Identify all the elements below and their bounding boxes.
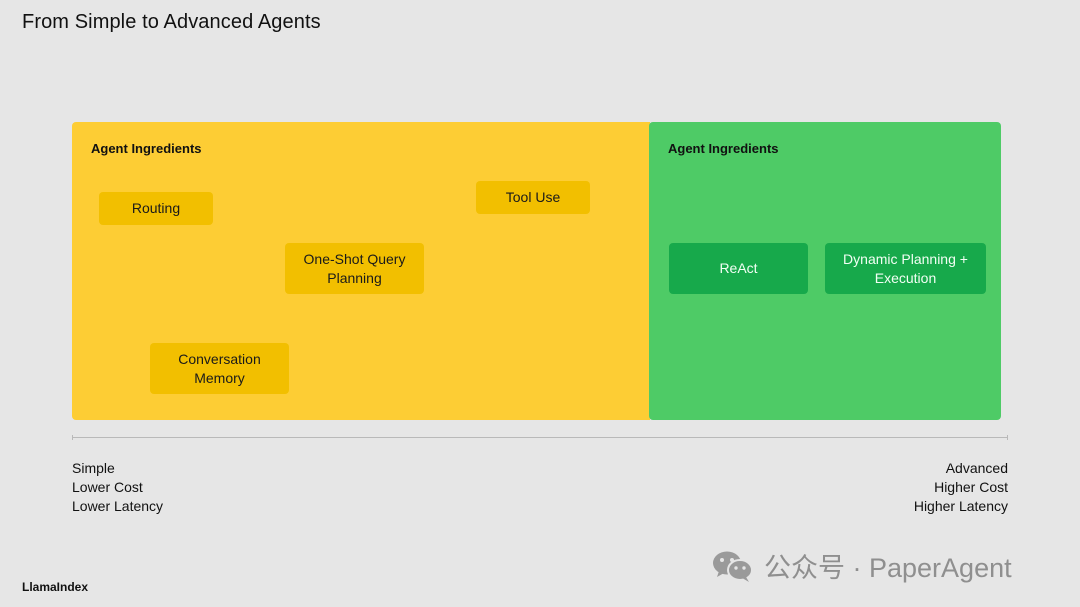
axis-left-label: Lower Cost bbox=[72, 479, 143, 495]
page-title: From Simple to Advanced Agents bbox=[22, 11, 321, 33]
chip-tool-use: Tool Use bbox=[476, 181, 590, 214]
axis-right-label: Higher Cost bbox=[934, 479, 1008, 495]
axis-left-label: Lower Latency bbox=[72, 498, 164, 514]
watermark-text: 公众号 · PaperAgent bbox=[764, 553, 1012, 583]
axis-left-label: Simple bbox=[72, 460, 115, 476]
watermark: 公众号 · PaperAgent bbox=[712, 546, 1012, 585]
chip-routing: Routing bbox=[99, 192, 213, 225]
panel-title: Agent Ingredients bbox=[91, 141, 202, 156]
chip-dynamic-planning-execution: Dynamic Planning + Execution bbox=[825, 243, 986, 294]
wechat-icon bbox=[712, 549, 754, 583]
panel-title: Agent Ingredients bbox=[668, 141, 779, 156]
chip-one-shot-query-planning: One-Shot Query Planning bbox=[285, 243, 424, 294]
axis-right-label: Advanced bbox=[945, 460, 1008, 476]
brand-logo: LlamaIndex bbox=[22, 580, 89, 594]
axis-right-label: Higher Latency bbox=[913, 498, 1008, 514]
chip-react: ReAct bbox=[669, 243, 808, 294]
axis-left-labels: Simple Lower Cost Lower Latency bbox=[72, 459, 163, 516]
complexity-axis bbox=[72, 435, 1008, 440]
chip-conversation-memory: Conversation Memory bbox=[150, 343, 289, 394]
axis-right-labels: Advanced Higher Cost Higher Latency bbox=[914, 459, 1008, 516]
